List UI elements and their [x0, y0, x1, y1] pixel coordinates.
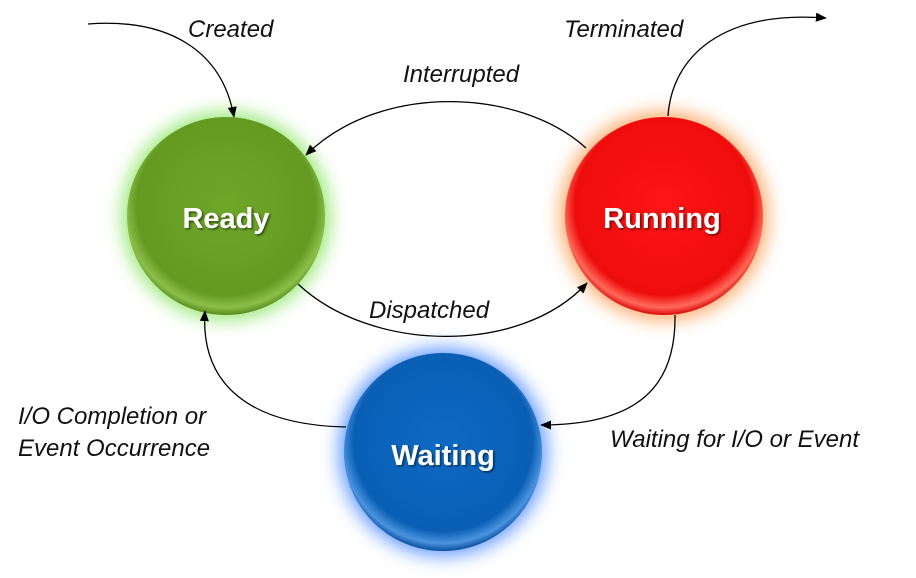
label-io-completion-line1: I/O Completion or: [18, 403, 207, 430]
state-label-waiting: Waiting: [391, 440, 495, 472]
dispatched-arrow: [297, 282, 588, 337]
state-running: Running: [565, 117, 763, 315]
interrupted-arrow: [305, 101, 587, 156]
label-created: Created: [188, 16, 274, 43]
state-ready: Ready: [127, 117, 325, 315]
label-terminated: Terminated: [564, 16, 684, 43]
terminated-arrow: [667, 12, 827, 117]
waiting-circle: [344, 353, 542, 551]
wait-for-event-arrow: [540, 314, 676, 430]
running-circle: [565, 117, 763, 315]
label-wait-for-event: Waiting for I/O or Event: [610, 426, 860, 453]
label-dispatched: Dispatched: [369, 297, 490, 324]
label-interrupted: Interrupted: [403, 61, 520, 88]
io-completion-arrow: [199, 310, 347, 428]
state-label-running: Running: [603, 203, 721, 235]
state-waiting: Waiting: [344, 353, 542, 551]
label-io-completion-line2: Event Occurrence: [18, 435, 210, 462]
state-label-ready: Ready: [182, 203, 269, 235]
created-arrow: [87, 22, 237, 118]
ready-circle: [127, 117, 325, 315]
